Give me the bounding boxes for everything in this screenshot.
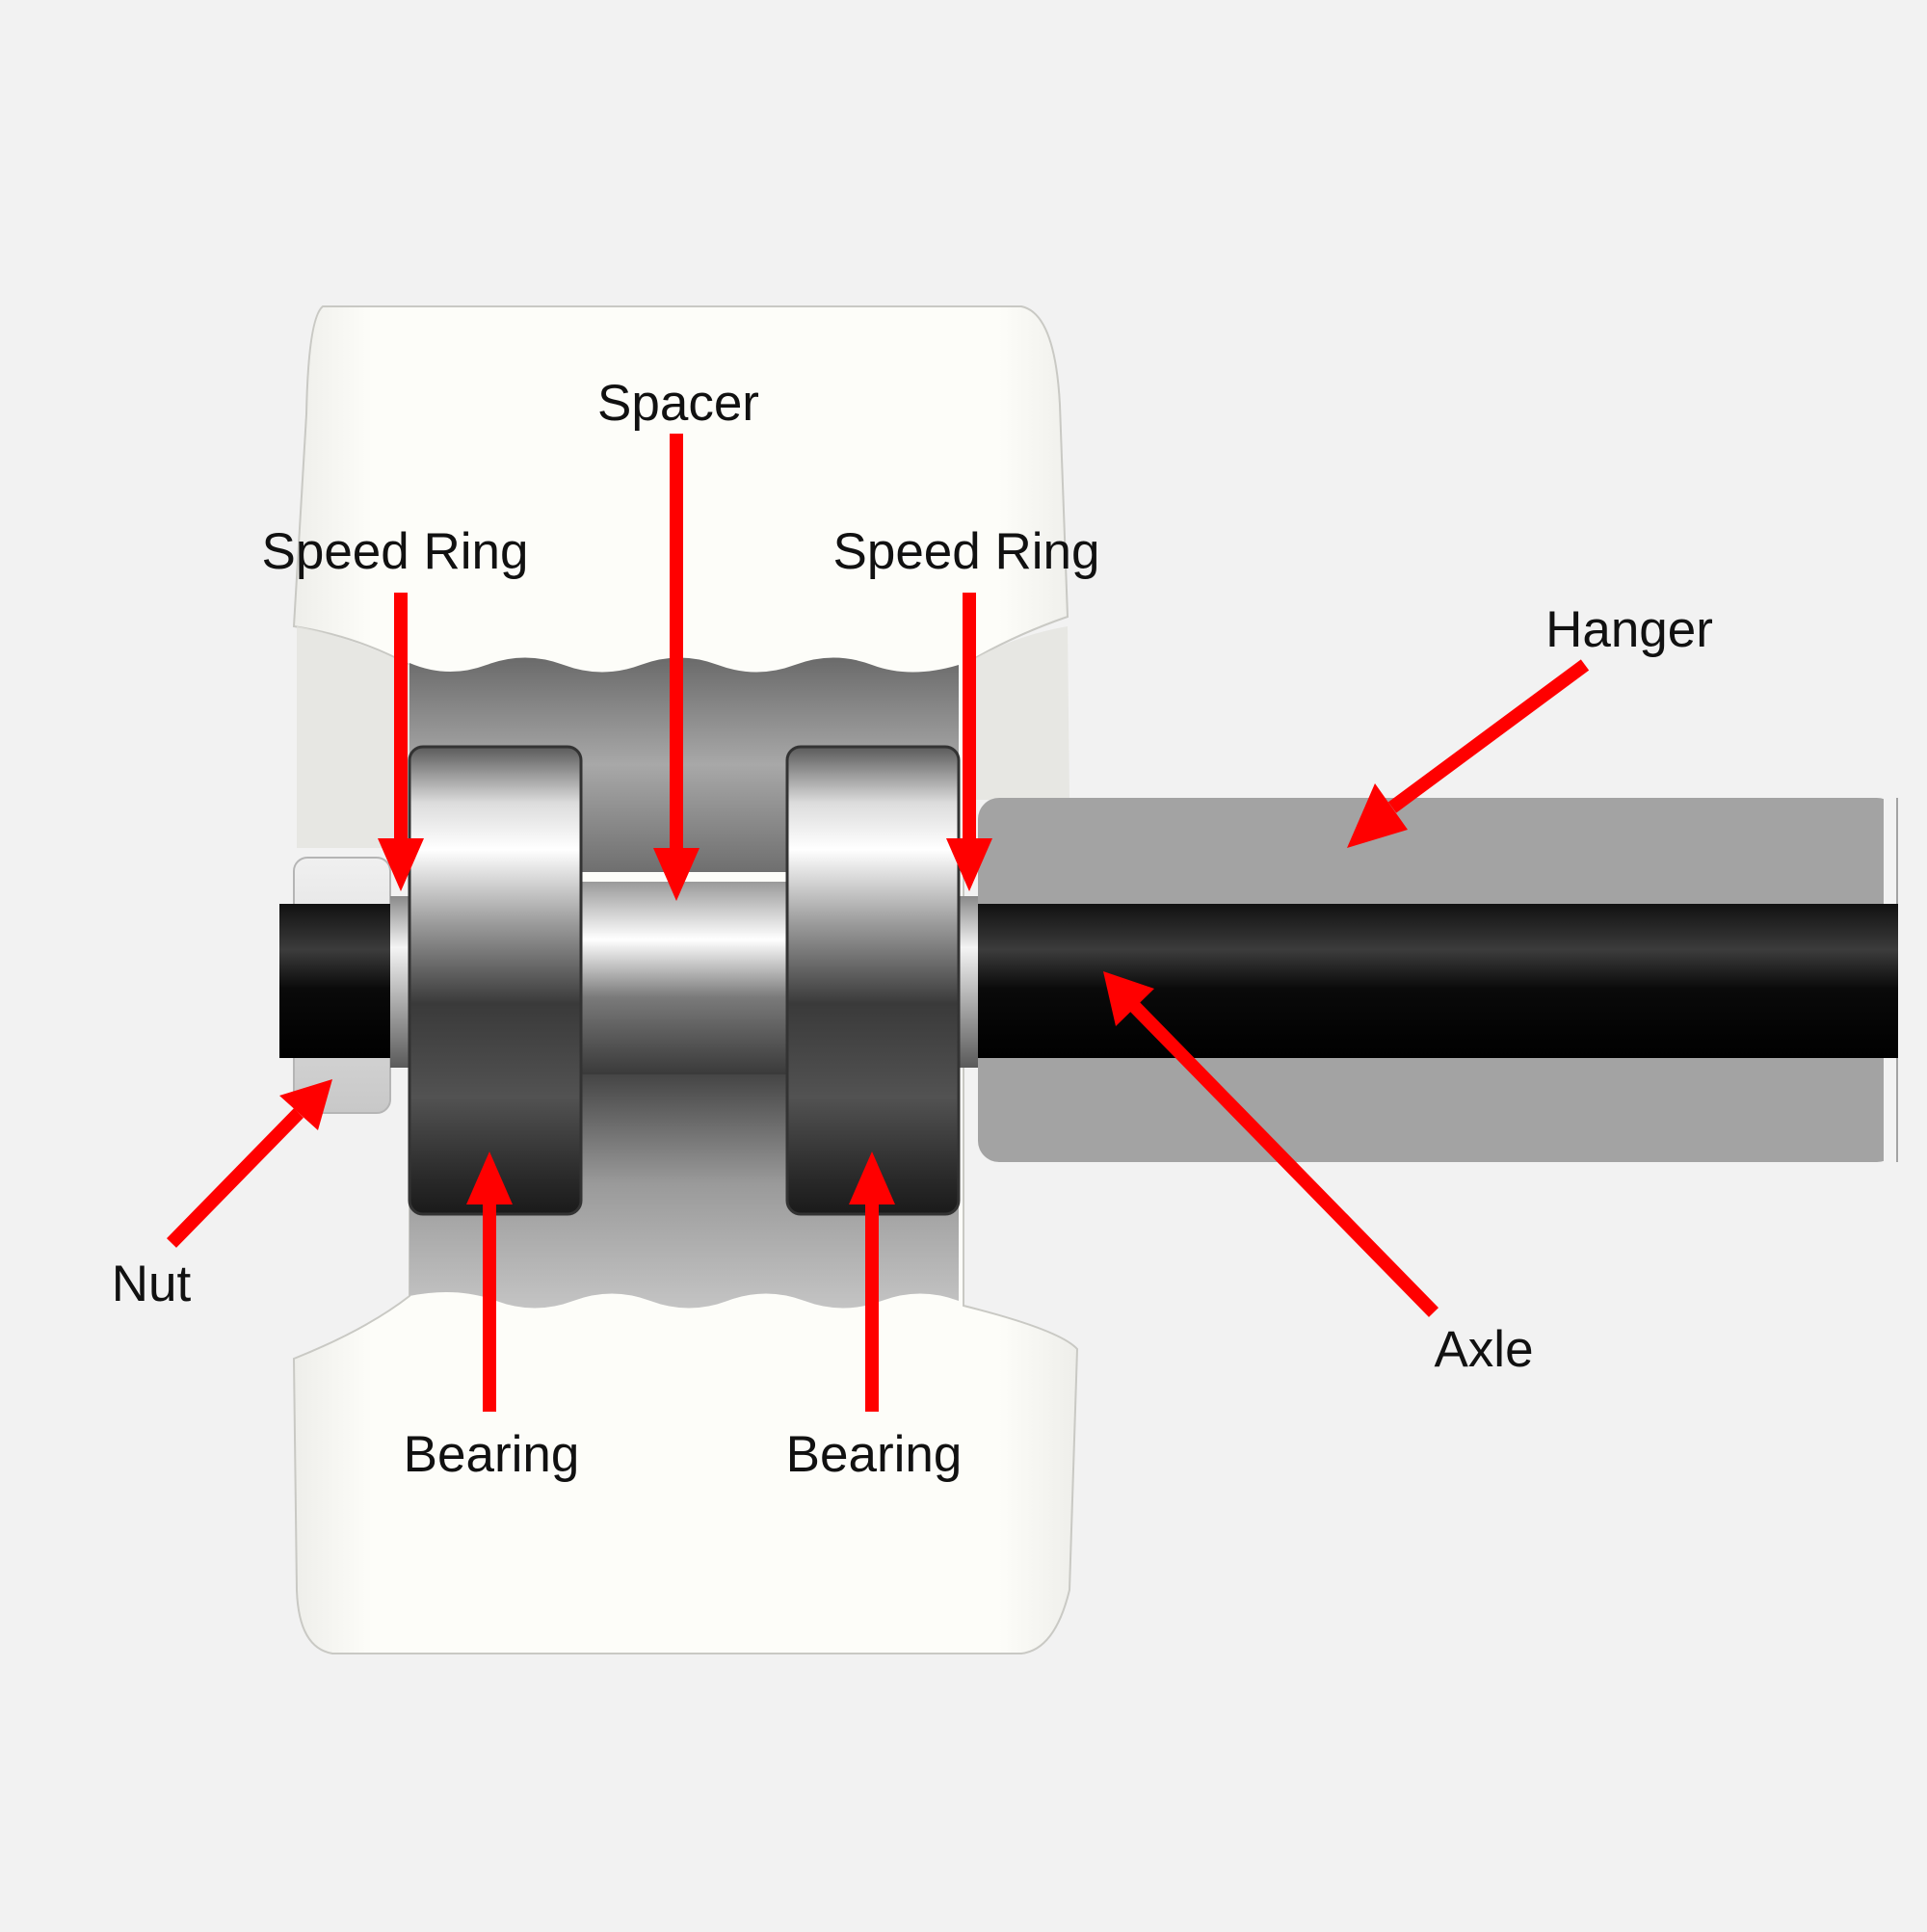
label-hanger: Hanger: [1545, 601, 1713, 658]
bearing-right: [785, 745, 961, 1216]
arrow-bearing-right-head: [849, 1151, 895, 1204]
arrow-axle-head: [1103, 971, 1154, 1026]
label-speed-ring-left: Speed Ring: [261, 523, 529, 580]
label-bearing-left: Bearing: [403, 1426, 580, 1483]
arrow-bearing-left-head: [466, 1151, 513, 1204]
arrow-nut-head: [279, 1079, 332, 1130]
spacer: [578, 882, 790, 1074]
arrow-speed-ring-left-head: [378, 838, 424, 891]
wheel-recess-left: [297, 626, 409, 848]
wheel-recess-right: [964, 626, 1069, 800]
bearing-left: [408, 745, 583, 1216]
label-speed-ring-right: Speed Ring: [832, 523, 1100, 580]
callout-arrows: [166, 434, 1590, 1412]
arrow-spacer-head: [653, 848, 700, 901]
label-spacer: Spacer: [597, 375, 759, 432]
speed-ring-right: [959, 896, 978, 1068]
label-bearing-right: Bearing: [785, 1426, 963, 1483]
arrow-axle: [1129, 1002, 1439, 1317]
arrow-nut: [166, 1108, 304, 1248]
label-nut: Nut: [111, 1256, 192, 1312]
arrow-hanger-head: [1347, 783, 1408, 848]
arrow-hanger: [1387, 659, 1590, 813]
speed-ring-left: [390, 896, 409, 1068]
label-axle: Axle: [1434, 1321, 1534, 1378]
arrow-speed-ring-right-head: [946, 838, 992, 891]
